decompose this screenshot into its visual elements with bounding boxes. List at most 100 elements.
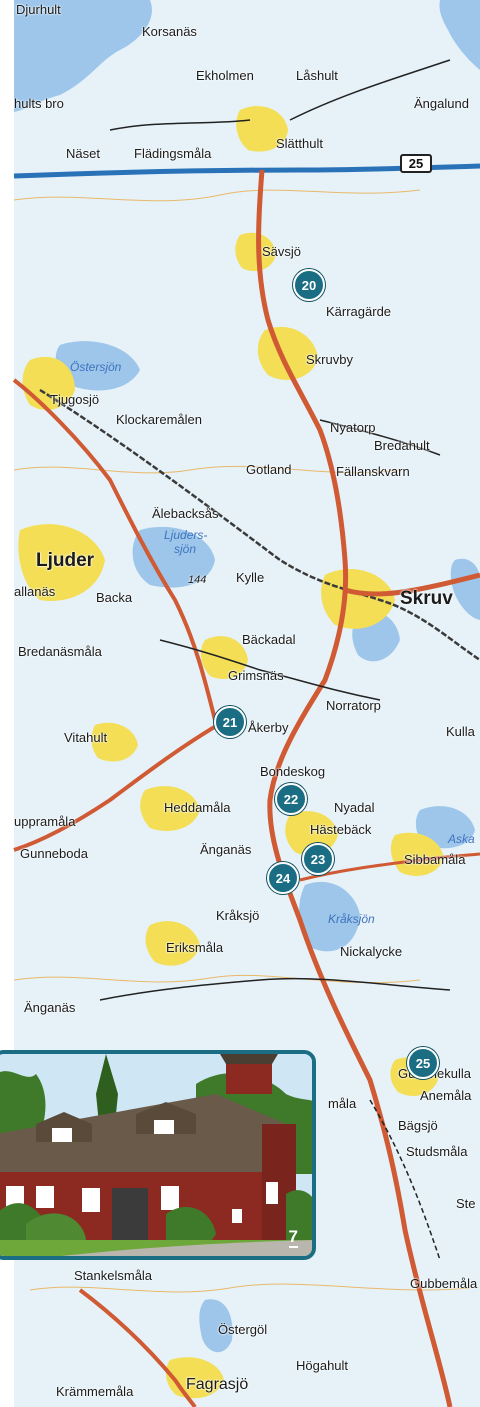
place-karragarde: Kärragärde	[326, 304, 392, 319]
marker-23[interactable]: 23	[302, 843, 334, 875]
urban-savsjo	[235, 232, 276, 272]
place-bredanasmala: Bredanäsmåla	[18, 644, 102, 659]
place-naset: Näset	[66, 146, 100, 161]
urban-eriksmala	[145, 921, 200, 966]
place-ste: Ste	[456, 1196, 476, 1211]
place-studsmala: Studsmåla	[406, 1144, 468, 1159]
marker-21[interactable]: 21	[214, 706, 246, 738]
place-fladingsmala: Flädingsmåla	[134, 146, 212, 161]
lake-northeast	[439, 0, 480, 70]
place-stankelsmala: Stankelsmåla	[74, 1268, 153, 1283]
place-slatthult: Slätthult	[276, 136, 323, 151]
urban-heddamala	[140, 786, 200, 831]
inset-number: 7	[288, 1227, 298, 1248]
place-alebacksas: Älebacksås	[152, 506, 219, 521]
place-lashult: Låshult	[296, 68, 338, 83]
place-angalund: Ängalund	[414, 96, 469, 111]
main-road-fagrasjo	[78, 1288, 197, 1407]
place-hogahult: Högahult	[296, 1358, 349, 1373]
minor-road-3	[319, 419, 441, 456]
lake-ostergol	[199, 1299, 233, 1353]
inset-photo-image	[0, 1054, 312, 1256]
marker-25[interactable]: 25	[407, 1047, 439, 1079]
place-anganas-1: Änganäs	[200, 842, 252, 857]
lake-east	[450, 558, 480, 620]
place-heddamala: Heddamåla	[164, 800, 231, 815]
urban-sibbamala	[390, 832, 444, 876]
urban-slatthult	[236, 106, 288, 152]
place-sibbamala: Sibbamåla	[404, 852, 466, 867]
place-ljudersjon-2: sjön	[174, 542, 197, 556]
marker-24[interactable]: 24	[267, 862, 299, 894]
contour-1	[13, 189, 421, 202]
place-vitahult: Vitahult	[64, 730, 108, 745]
minor-road-1	[109, 119, 251, 131]
place-anganas-2: Änganäs	[24, 1000, 76, 1015]
place-bondeskog: Bondeskog	[260, 764, 326, 779]
place-allanas: allanäs	[14, 584, 56, 599]
place-backadal: Bäckadal	[242, 632, 296, 647]
place-hults-bro: hults bro	[14, 96, 64, 111]
contour-4	[29, 1283, 471, 1293]
place-grimsnas: Grimsnäs	[228, 668, 284, 683]
main-road-west	[12, 378, 217, 721]
lake-aska	[415, 806, 475, 849]
minor-road-4	[159, 639, 381, 701]
place-kylle: Kylle	[236, 570, 265, 585]
place-gunneboda: Gunneboda	[20, 846, 88, 861]
marker-20[interactable]: 20	[293, 269, 325, 301]
minor-road-2	[289, 59, 451, 121]
place-eriksmala: Eriksmåla	[166, 940, 224, 955]
place-aska: Aska	[448, 832, 475, 846]
place-mala: måla	[328, 1096, 357, 1111]
place-ostersjon: Östersjön	[70, 360, 122, 374]
place-kraksjo: Kråksjö	[216, 908, 260, 923]
place-skruv: Skruv	[400, 588, 453, 609]
place-ostergol: Östergöl	[218, 1322, 268, 1337]
main-road-skruv-east	[344, 572, 480, 597]
place-tjugosjo: Tjugosjö	[50, 392, 100, 407]
place-krammemala: Krämmemåla	[56, 1384, 134, 1399]
lake-ljudersjon	[132, 526, 215, 588]
place-kulla: Kulla	[446, 724, 475, 739]
road-shield-25: 25	[400, 154, 432, 173]
place-gubbemala: Gubbemåla	[410, 1276, 478, 1291]
main-road-north-south	[256, 169, 453, 1407]
place-ljudersjon-1: Ljuders-	[164, 528, 208, 542]
marker-22[interactable]: 22	[275, 783, 307, 815]
place-fagrasjo: Fagrasjö	[186, 1376, 249, 1393]
place-kraksjon: Kråksjön	[328, 912, 375, 926]
place-uppramala: uppramåla	[14, 814, 76, 829]
minor-road-6	[369, 1099, 441, 1261]
minor-road-5	[99, 977, 451, 1001]
place-gotland: Gotland	[246, 462, 292, 477]
lake-ostersjon	[55, 341, 140, 391]
place-akerby: Åkerby	[248, 720, 289, 735]
place-djurhult: Djurhult	[16, 2, 61, 17]
place-backa: Backa	[96, 590, 133, 605]
place-bredahult: Bredahult	[374, 438, 430, 453]
place-ekholmen: Ekholmen	[196, 68, 254, 83]
place-bagsjo: Bägsjö	[398, 1118, 438, 1133]
place-fallanskvarn: Fällanskvarn	[336, 464, 410, 479]
urban-grimsnas	[200, 636, 248, 680]
place-hasteback: Hästebäck	[310, 822, 372, 837]
inset-photo[interactable]: 7	[0, 1050, 316, 1260]
place-nyadal: Nyadal	[334, 800, 375, 815]
urban-skruv	[321, 569, 395, 629]
railway	[39, 388, 480, 662]
place-elev-144: 144	[188, 574, 207, 586]
main-road-southwest	[13, 713, 236, 852]
main-road-southeast	[299, 852, 480, 882]
urban-vitahult	[91, 722, 138, 762]
contour-3	[13, 974, 421, 984]
urban-ljuder	[18, 524, 105, 601]
place-nyatorp: Nyatorp	[330, 420, 376, 435]
place-skruvby: Skruvby	[306, 352, 353, 367]
place-norratorp: Norratorp	[326, 698, 381, 713]
lake-north	[14, 0, 152, 112]
place-savsjo: Sävsjö	[262, 244, 302, 259]
place-ljuder: Ljuder	[36, 550, 95, 571]
place-klockaremalen: Klockaremålen	[116, 412, 202, 427]
